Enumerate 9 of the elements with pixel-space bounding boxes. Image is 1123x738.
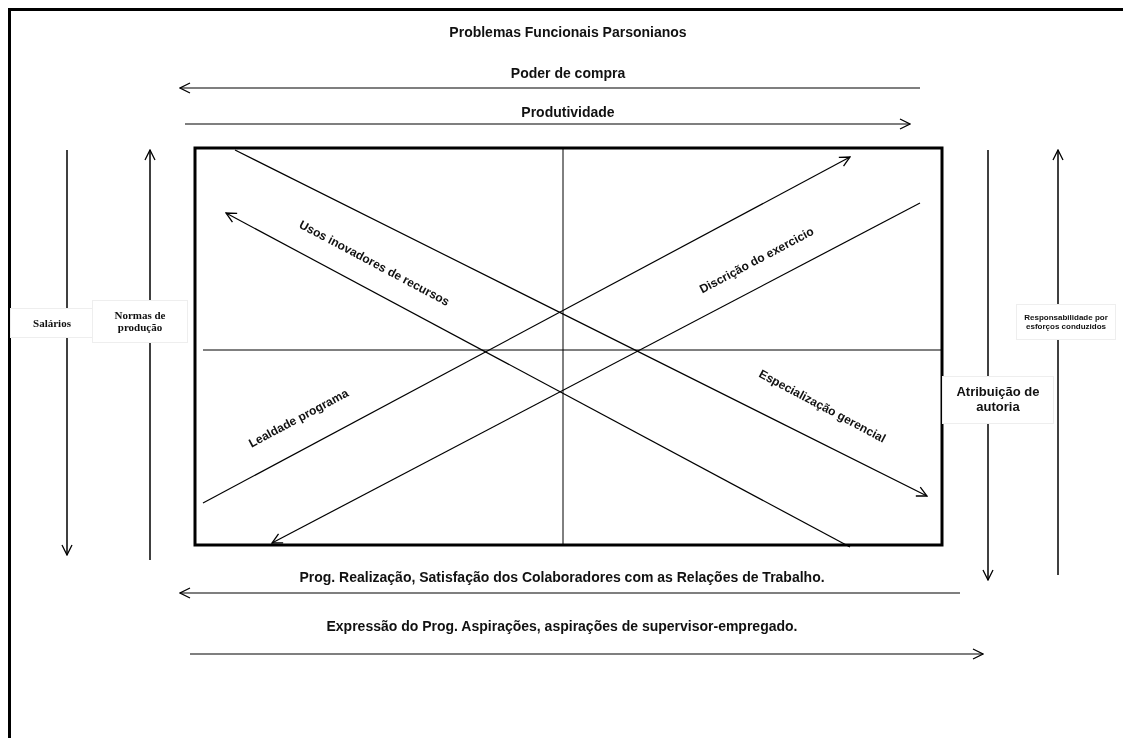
arrow-label: Expressão do Prog. Aspirações, aspirações de supervisor-empregado. (325, 618, 799, 635)
arrow-label: Produtividade (520, 104, 616, 121)
arrow-label: Salários (10, 307, 94, 339)
arrow-label: Poder de compra (509, 65, 627, 82)
arrow-label: Prog. Realização, Satisfação dos Colaboradores com as Relações de Trabalho. (298, 569, 826, 586)
arrow-label: Atribuição de autoria (942, 376, 1054, 424)
arrow-label: Responsabilidade por esforços conduzidos (1016, 304, 1116, 341)
diagram-title: Problemas Funcionais Parsonianos (448, 24, 688, 41)
arrow-label: Normas de produção (92, 299, 188, 343)
